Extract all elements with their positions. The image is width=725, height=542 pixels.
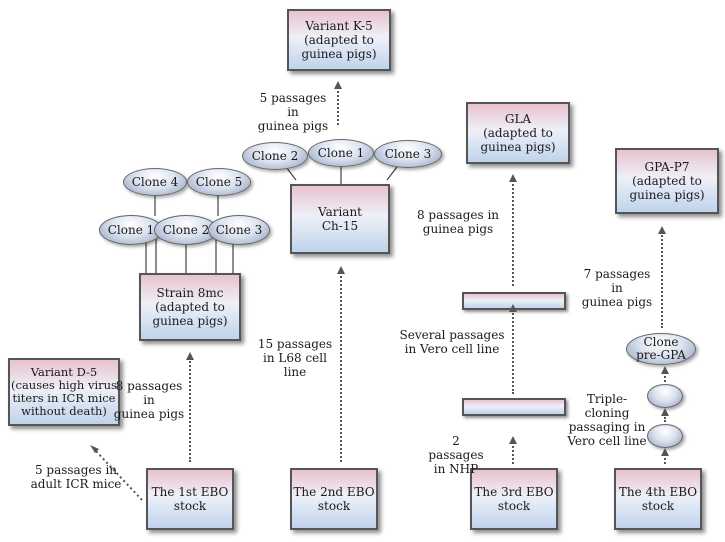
clone-2-label-ch15: Clone 2 — [251, 148, 299, 163]
variant-ch15-label: Variant Ch-15 — [318, 205, 362, 233]
clone-2-ellipse-8mc: Clone 2 — [154, 215, 218, 245]
clone-3-ellipse-ch15: Clone 3 — [374, 140, 442, 168]
clone-3-label-ch15: Clone 3 — [384, 146, 432, 161]
clone-4-label: Clone 4 — [131, 174, 179, 189]
label-2-passages-nhp: 2 passages in NHP — [428, 434, 484, 476]
label-several-passages-vero: Several passages in Vero cell line — [399, 328, 505, 356]
variant-ch15-box: Variant Ch-15 — [290, 184, 390, 254]
label-5-passages-icr: 5 passages in adult ICR mice — [30, 463, 122, 491]
clone-5-label: Clone 5 — [195, 174, 243, 189]
cloning-step-ellipse-upper — [647, 384, 683, 408]
variant-d5-label: Variant D-5 (causes high virus titers in… — [11, 365, 117, 418]
clone-1-ellipse-8mc: Clone 1 — [99, 215, 163, 245]
label-15-passages-l68: 15 passages in L68 cell line — [257, 337, 333, 379]
arrow-lowerbar-to-upperbar — [509, 304, 517, 394]
clone-4-ellipse: Clone 4 — [123, 168, 187, 196]
clone-3-label-8mc: Clone 3 — [215, 222, 263, 237]
arrow-cloning-lower — [661, 448, 669, 464]
ebo4-stock-label: The 4th EBO stock — [618, 485, 698, 513]
arrow-ch15-to-k5 — [334, 81, 342, 125]
arrow-cloning-middle — [661, 408, 669, 422]
gla-box: GLA (adapted to guinea pigs) — [466, 102, 570, 164]
arrow-bar-to-gla — [509, 174, 517, 286]
arrow-pregpa-to-gpap7 — [658, 226, 666, 328]
strain-8mc-label: Strain 8mc (adapted to guinea pigs) — [152, 286, 228, 328]
gpa-p7-label: GPA-P7 (adapted to guinea pigs) — [629, 160, 705, 202]
ebo4-stock-box: The 4th EBO stock — [614, 468, 702, 530]
arrow-ebo3-to-lowerbar — [509, 436, 517, 464]
label-8-passages-guinea-gla: 8 passages in guinea pigs — [416, 208, 500, 236]
arrow-cloning-upper — [661, 366, 669, 382]
gla-label: GLA (adapted to guinea pigs) — [480, 112, 556, 154]
intermediate-bar-lower — [462, 398, 566, 416]
arrow-ebo1-to-8mc — [186, 352, 194, 462]
label-7-passages-guinea: 7 passages in guinea pigs — [581, 267, 653, 309]
clone-pre-gpa-ellipse: Clone pre-GPA — [626, 333, 696, 365]
arrow-ebo2-to-ch15 — [337, 266, 345, 462]
ebo2-stock-label: The 2nd EBO stock — [293, 485, 375, 513]
clone-pre-gpa-label: Clone pre-GPA — [636, 335, 686, 362]
label-8-passages-guinea-1st: 8 passages in guinea pigs — [113, 379, 185, 421]
variant-k5-label: Variant K-5 (adapted to guinea pigs) — [301, 19, 377, 61]
clone-3-ellipse-8mc: Clone 3 — [208, 215, 270, 245]
clone-2-label-8mc: Clone 2 — [162, 222, 210, 237]
ebo3-stock-box: The 3rd EBO stock — [470, 468, 558, 530]
gpa-p7-box: GPA-P7 (adapted to guinea pigs) — [615, 148, 719, 214]
ebo1-stock-label: The 1st EBO stock — [151, 485, 229, 513]
clone-5-ellipse: Clone 5 — [187, 168, 251, 196]
strain-8mc-box: Strain 8mc (adapted to guinea pigs) — [139, 273, 241, 341]
clone-1-label-ch15: Clone 1 — [317, 145, 365, 160]
ebo2-stock-box: The 2nd EBO stock — [290, 468, 378, 530]
cloning-step-ellipse-lower — [647, 424, 683, 448]
variant-d5-box: Variant D-5 (causes high virus titers in… — [8, 358, 120, 426]
clone-1-ellipse-ch15: Clone 1 — [308, 139, 374, 167]
clone-2-ellipse-ch15: Clone 2 — [242, 142, 308, 170]
ebo1-stock-box: The 1st EBO stock — [146, 468, 234, 530]
label-5-passages-guinea: 5 passages in guinea pigs — [257, 91, 329, 133]
variant-k5-box: Variant K-5 (adapted to guinea pigs) — [287, 9, 391, 71]
ebo3-stock-label: The 3rd EBO stock — [474, 485, 554, 513]
clone-1-label-8mc: Clone 1 — [107, 222, 155, 237]
label-triple-cloning: Triple-cloning passaging in Vero cell li… — [567, 392, 647, 448]
